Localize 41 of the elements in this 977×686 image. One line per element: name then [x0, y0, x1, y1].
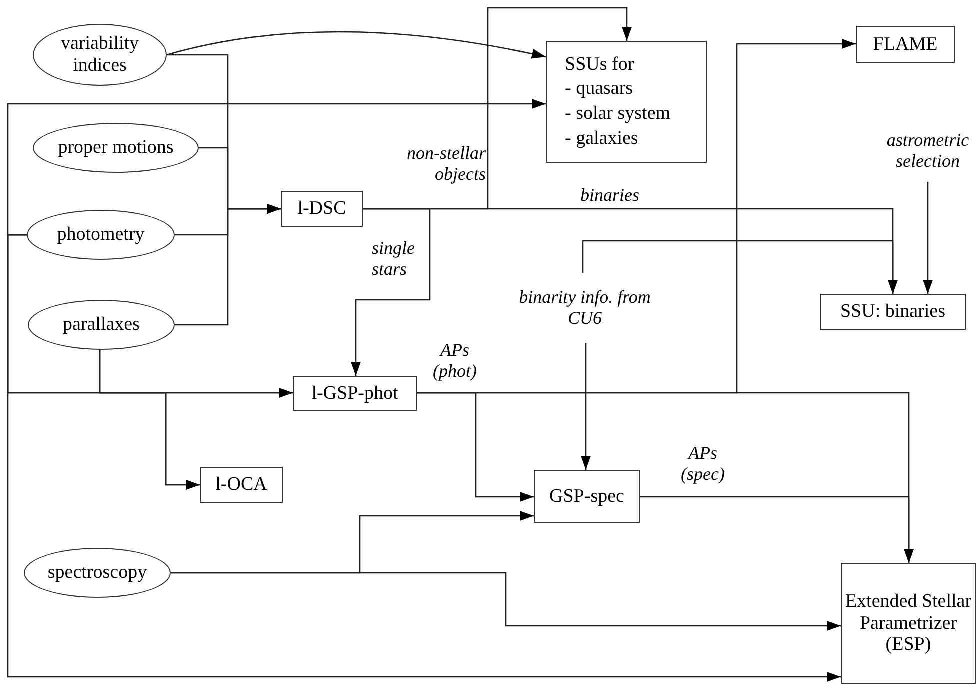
- arrow: [171, 572, 841, 631]
- process-box: [293, 376, 417, 411]
- node-label: - galaxies: [565, 126, 638, 151]
- data-ellipse: [24, 548, 171, 598]
- node-label: FLAME: [873, 34, 938, 56]
- arrow: [351, 208, 431, 376]
- node-label: l-OCA: [216, 474, 268, 496]
- node-label: - quasars: [565, 77, 634, 102]
- arrow: [175, 204, 281, 326]
- data-ellipse: [33, 24, 167, 86]
- data-ellipse: [28, 300, 175, 350]
- process-box: [281, 191, 363, 227]
- arrow: [640, 496, 914, 563]
- input-text: astrometric selection: [866, 120, 977, 182]
- arrow: [99, 350, 200, 490]
- node-label: l-DSC: [298, 198, 346, 220]
- process-box: [856, 26, 955, 63]
- input-text: binarity info. from CU6: [518, 273, 652, 343]
- process-box: [200, 467, 283, 503]
- process-box: [546, 41, 707, 163]
- node-label: proper motions: [58, 137, 174, 159]
- process-box: [820, 294, 966, 330]
- arrow: [7, 99, 546, 236]
- node-label: parallaxes: [62, 314, 140, 336]
- arrow: [166, 31, 546, 59]
- node-label: spectroscopy: [48, 562, 148, 584]
- arrow: [581, 343, 591, 470]
- node-label: SSU: binaries: [840, 301, 946, 323]
- node-label: GSP-spec: [550, 486, 624, 508]
- node-label: photometry: [57, 224, 145, 246]
- process-box: [534, 470, 640, 523]
- node-label: - solar system: [565, 102, 671, 126]
- arrow: [582, 240, 898, 294]
- node-label: SSUs for: [565, 52, 634, 77]
- arrow: [923, 182, 933, 294]
- data-ellipse: [33, 123, 199, 173]
- data-ellipse: [27, 210, 175, 260]
- node-label: variability indices: [60, 33, 140, 77]
- node-label: Extended Stellar Parametrizer (ESP): [844, 590, 973, 656]
- node-label: l-GSP-phot: [312, 382, 398, 404]
- process-box: [841, 563, 976, 684]
